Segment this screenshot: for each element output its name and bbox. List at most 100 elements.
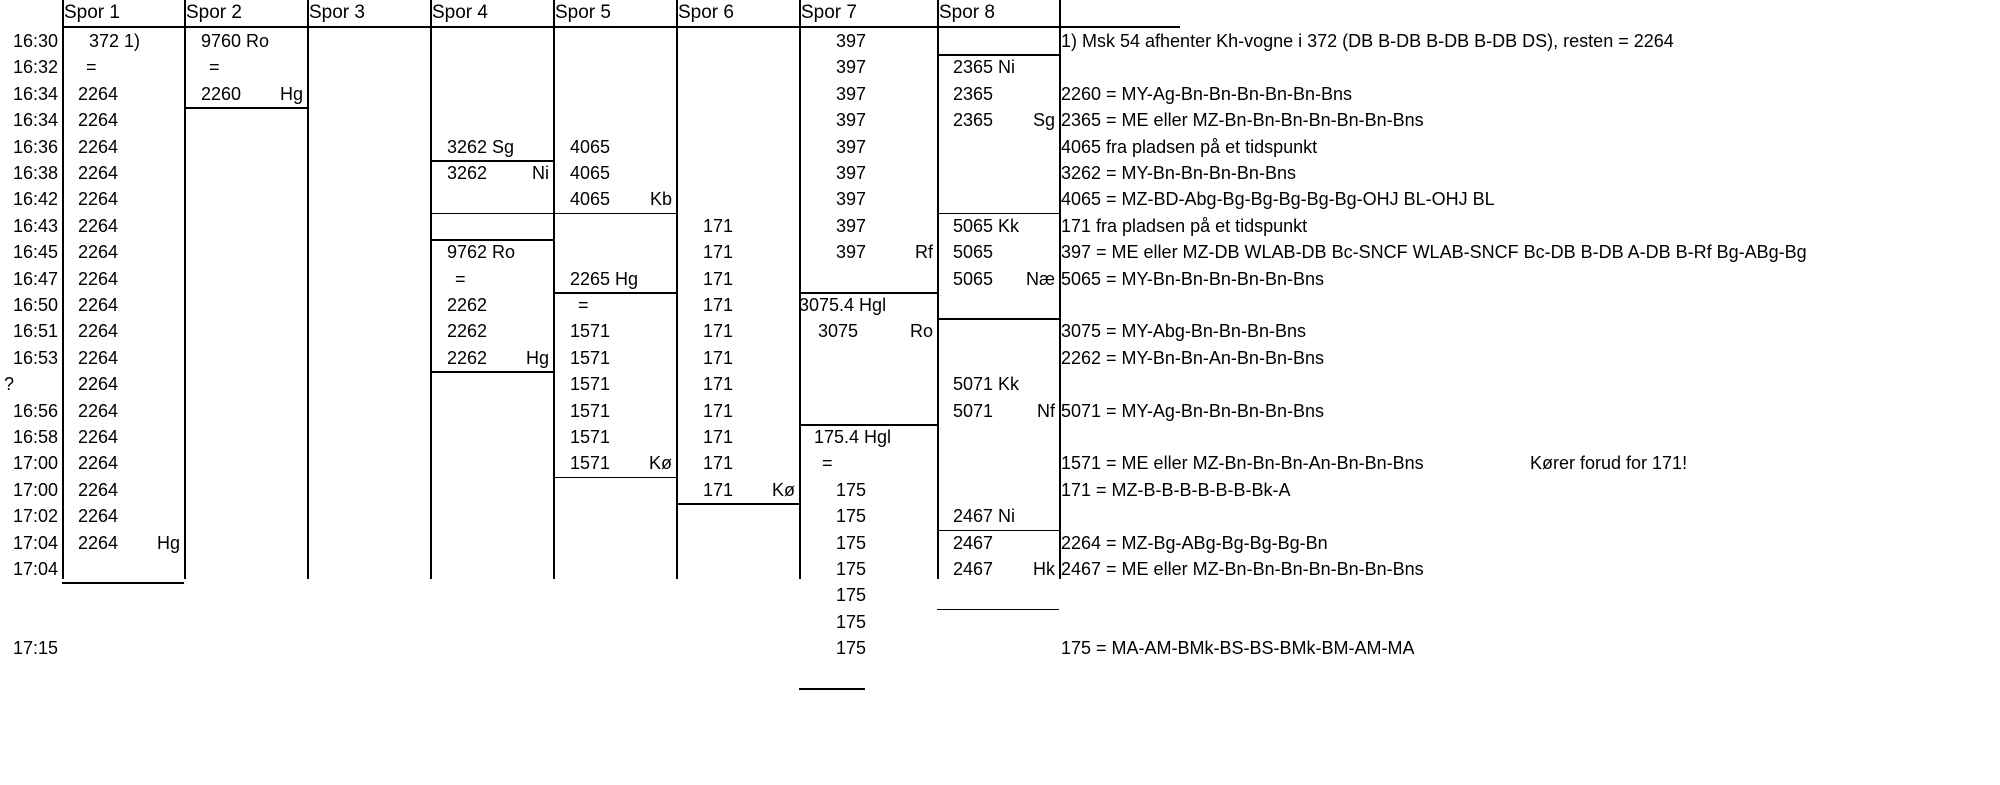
spor-5-train: 1571 xyxy=(570,400,611,421)
spor-6-train: 171 xyxy=(703,242,734,263)
spor-6-train: 171 xyxy=(703,268,734,289)
track-block-rule xyxy=(184,107,307,109)
track-block-rule xyxy=(430,239,553,241)
note-text: 1) Msk 54 afhenter Kh-vogne i 372 (DB B-… xyxy=(1061,31,1674,51)
spor-8-action-code: Næ xyxy=(1025,268,1055,289)
spor-1-train: 2264 xyxy=(78,136,119,157)
note-text: 175 = MA-AM-BMk-BS-BS-BMk-BM-AM-MA xyxy=(1061,638,1415,659)
spor-4-train: 9762 Ro xyxy=(447,242,516,263)
time-cell: 16:36 xyxy=(12,136,58,157)
spor-6-train: 171 xyxy=(703,374,734,395)
spor-1-train: 2264 xyxy=(78,189,119,210)
spor-8-train: 2365 Ni xyxy=(953,57,1016,78)
column-rule-1 xyxy=(184,0,186,579)
spor-4-train: 2262 xyxy=(447,321,488,342)
spor-4-train: 2262 xyxy=(447,295,488,315)
spor-2-train: 2260 xyxy=(201,83,242,104)
time-cell: 16:50 xyxy=(12,295,58,315)
spor-1-train: 2264 xyxy=(78,479,119,500)
spor-8-train: 5065 xyxy=(953,242,994,263)
time-cell: 16:30 xyxy=(12,31,58,51)
column-rule-6 xyxy=(799,0,801,579)
spor-7-train: 397 xyxy=(836,31,867,51)
spor-4-action-code: Hg xyxy=(525,347,549,368)
spor-6-train: 171 xyxy=(703,215,734,236)
time-cell: 16:58 xyxy=(12,427,58,447)
track-block-rule xyxy=(430,160,553,162)
time-cell: 16:56 xyxy=(12,400,58,421)
time-cell: 17:02 xyxy=(12,506,58,527)
spor-4-train: 2262 xyxy=(447,347,488,368)
time-cell: 16:32 xyxy=(12,57,58,78)
spor-7-train: 397 xyxy=(836,163,867,183)
spor-5-train: 1571 xyxy=(570,321,611,342)
spor-7-train: = xyxy=(822,453,833,474)
note-text: 4065 fra pladsen på et tidspunkt xyxy=(1061,136,1318,157)
header-underline xyxy=(62,26,1180,28)
track-block-rule xyxy=(937,54,1059,56)
spor-5-train: 1571 xyxy=(570,374,611,395)
column-rule-2 xyxy=(307,0,309,579)
note-text: 5071 = MY-Ag-Bn-Bn-Bn-Bn-Bns xyxy=(1061,400,1324,421)
spor-1-train: 372 1) xyxy=(89,31,141,51)
spor-8-train: 5071 xyxy=(953,400,994,421)
spor-8-train: 5065 xyxy=(953,268,994,289)
spor-5-train: 4065 xyxy=(570,189,611,210)
track-block-rule xyxy=(553,476,676,479)
spor-7-train: 3075 xyxy=(818,321,859,342)
time-cell: 16:34 xyxy=(12,83,58,104)
spor-6-action-code: Kø xyxy=(771,479,795,500)
spor-5-train: 4065 xyxy=(570,136,611,157)
time-cell: 17:04 xyxy=(12,532,58,553)
note-text: 3075 = MY-Abg-Bn-Bn-Bn-Bns xyxy=(1061,321,1306,342)
note-text: 1571 = ME eller MZ-Bn-Bn-Bn-An-Bn-Bn-Bns xyxy=(1061,453,1424,474)
spor-1-train: 2264 xyxy=(78,268,119,289)
spor-8-train: 5071 Kk xyxy=(953,374,1020,395)
spor-5-action-code: Kø xyxy=(648,453,672,474)
spor-1-train: 2264 xyxy=(78,400,119,421)
spor-2-action-code: Hg xyxy=(279,83,303,104)
spor-7-train: 175 xyxy=(836,532,867,553)
track-block-rule xyxy=(937,318,1059,320)
time-cell: 16:47 xyxy=(12,268,58,289)
column-header-spor-4: Spor 4 xyxy=(432,2,488,23)
track-block-rule xyxy=(799,292,937,294)
spor-1-train: = xyxy=(86,57,97,78)
spor-1-train: 2264 xyxy=(78,532,119,553)
spor-8-action-code: Sg xyxy=(1032,110,1055,131)
note-text: 171 = MZ-B-B-B-B-B-B-Bk-A xyxy=(1061,479,1291,500)
spor-7-train: 175 xyxy=(836,479,867,500)
time-cell: 16:45 xyxy=(12,242,58,263)
time-cell: 17:15 xyxy=(12,638,58,659)
track-block-rule xyxy=(937,529,1059,532)
track-block-rule xyxy=(430,212,553,215)
time-cell: 16:42 xyxy=(12,189,58,210)
column-header-spor-6: Spor 6 xyxy=(678,2,734,23)
column-header-spor-3: Spor 3 xyxy=(309,2,365,23)
spor-1-train: 2264 xyxy=(78,215,119,236)
spor-7-train: 397 xyxy=(836,242,867,263)
spor-4-action-code: Ni xyxy=(532,163,549,183)
spor-6-train: 171 xyxy=(703,295,734,315)
spor-8-train: 2365 xyxy=(953,110,994,131)
note-text: 171 fra pladsen på et tidspunkt xyxy=(1061,215,1308,236)
spor-7-train: 175 xyxy=(836,559,867,579)
spor-6-train: 171 xyxy=(703,479,734,500)
track-block-rule xyxy=(553,212,676,215)
note-text: 3262 = MY-Bn-Bn-Bn-Bn-Bns xyxy=(1061,163,1296,183)
spor-7-train: 3075.4 Hgl xyxy=(799,295,887,315)
note-text: 2365 = ME eller MZ-Bn-Bn-Bn-Bn-Bn-Bn-Bns xyxy=(1061,110,1424,131)
spor-6-train: 171 xyxy=(703,453,734,474)
column-header-spor-5: Spor 5 xyxy=(555,2,611,23)
spor-1-train: 2264 xyxy=(78,110,119,131)
spor-1-train: 2264 xyxy=(78,427,119,447)
note-text: 2260 = MY-Ag-Bn-Bn-Bn-Bn-Bn-Bns xyxy=(1061,83,1352,104)
spor-8-train: 5065 Kk xyxy=(953,215,1020,236)
time-cell: 16:51 xyxy=(12,321,58,342)
spor-2-train: 9760 Ro xyxy=(201,31,270,51)
spor-8-action-code: Nf xyxy=(1037,400,1055,421)
spor-8-train: 2365 xyxy=(953,83,994,104)
spor-1-train: 2264 xyxy=(78,374,119,395)
spor-7-train: 397 xyxy=(836,110,867,131)
spor-5-train: 2265 Hg xyxy=(570,268,639,289)
